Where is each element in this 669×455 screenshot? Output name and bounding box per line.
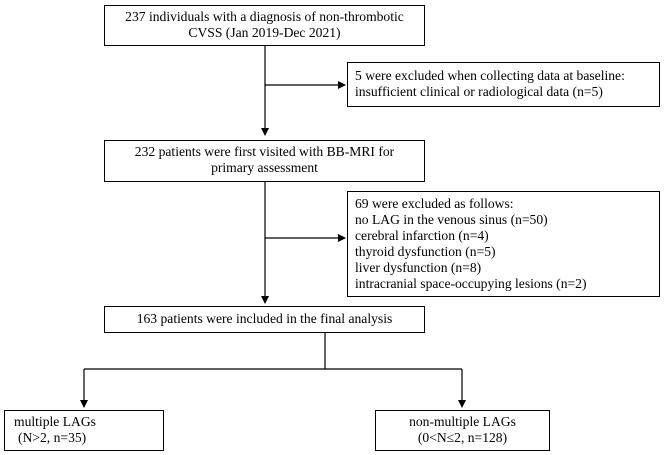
exclusion-box-criteria: 69 were excluded as follows: no LAG in t…	[347, 191, 660, 297]
box-text-line: 232 patients were first visited with BB-…	[134, 144, 395, 159]
box-text-line: (0<N≤2, n=128)	[417, 430, 508, 445]
box-text-line: 5 were excluded when collecting data at …	[355, 68, 625, 83]
exclusion-box-baseline: 5 were excluded when collecting data at …	[347, 62, 660, 107]
box-text-line: non-multiple LAGs	[409, 414, 516, 429]
first-visit-box: 232 patients were first visited with BB-…	[104, 140, 425, 182]
box-text-line: thyroid dysfunction (n=5)	[355, 244, 496, 259]
box-text-line: no LAG in the venous sinus (n=50)	[355, 212, 548, 227]
box-text-line: 163 patients were included in the final …	[136, 311, 393, 326]
multiple-lags-box: multiple LAGs (N>2, n=35)	[4, 410, 164, 451]
non-multiple-lags-box: non-multiple LAGs (0<N≤2, n=128)	[375, 410, 550, 451]
box-text-line: cerebral infarction (n=4)	[355, 228, 489, 243]
box-text-line: 69 were excluded as follows:	[355, 196, 514, 211]
box-text-line: 237 individuals with a diagnosis of non-…	[125, 9, 404, 24]
box-text-line: multiple LAGs	[14, 414, 96, 429]
box-text-line: liver dysfunction (n=8)	[355, 260, 482, 275]
final-analysis-box: 163 patients were included in the final …	[104, 306, 425, 333]
box-text-line: intracranial space-occupying lesions (n=…	[355, 276, 587, 291]
box-text-line: primary assessment	[211, 160, 318, 175]
box-text-line: insufficient clinical or radiological da…	[355, 84, 603, 99]
initial-cohort-box: 237 individuals with a diagnosis of non-…	[104, 5, 425, 46]
box-text-line: CVSS (Jan 2019-Dec 2021)	[188, 25, 341, 40]
box-text-line: (N>2, n=35)	[18, 430, 87, 445]
